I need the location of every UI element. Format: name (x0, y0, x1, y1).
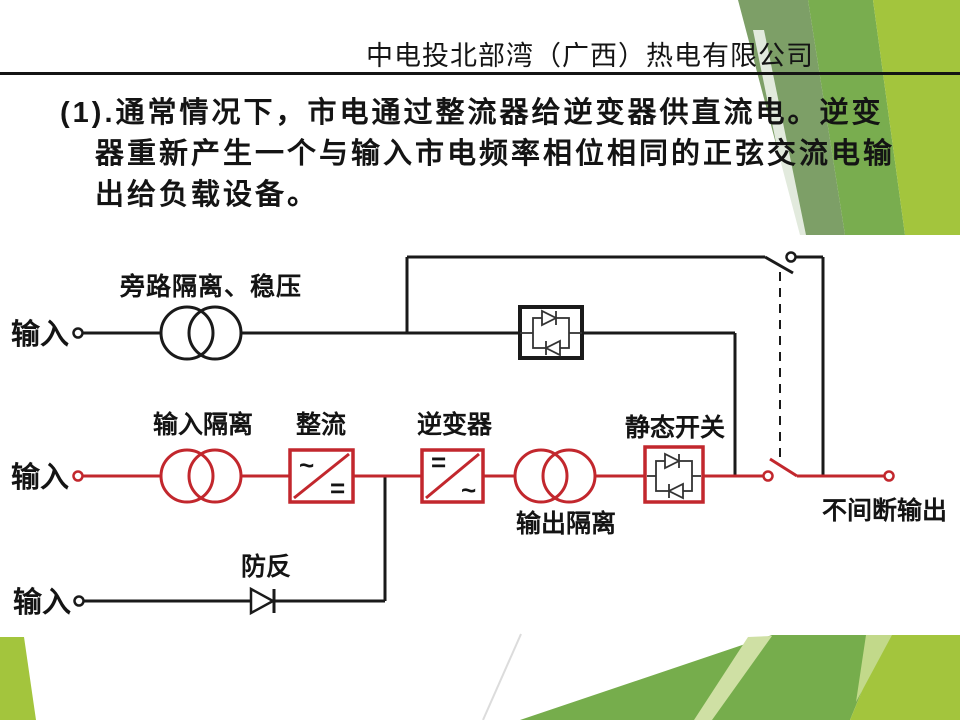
label-input-reserve: 输入 (13, 585, 71, 619)
paragraph-line-1: (1).通常情况下，市电通过整流器给逆变器供直流电。逆变 (60, 97, 884, 129)
label-input-main: 输入 (11, 460, 69, 494)
label-bypass-path: 旁路隔离、稳压 (119, 272, 302, 301)
bypass-thyristor-pair-icon (520, 309, 582, 357)
body-paragraph: (1).通常情况下，市电通过整流器给逆变器供直流电。逆变 器重新产生一个与输入市… (60, 93, 895, 216)
label-input-bypass: 输入 (11, 317, 69, 351)
output-isolation-transformer-icon (513, 448, 597, 504)
title-underline (0, 72, 960, 75)
output-switch-icon (762, 457, 798, 482)
label-input-isolation: 输入隔离 (153, 410, 253, 439)
bypass-transformer-icon (159, 305, 243, 361)
anti-reverse-diode-icon (249, 586, 276, 616)
paragraph-line-2: 器重新产生一个与输入市电频率相位相同的正弦交流电输 (95, 138, 896, 170)
label-rectifier: 整流 (296, 411, 346, 439)
ups-output-terminal (883, 470, 895, 482)
rectifier-dc-symbol: = (330, 473, 345, 503)
bypass-input-terminal (72, 327, 84, 339)
label-output-isolation: 输出隔离 (516, 509, 616, 538)
company-title: 中电投北部湾（广西）热电有限公司 (366, 41, 814, 71)
main-path-lines (72, 445, 895, 504)
reserve-path-lines (73, 477, 387, 616)
rectifier-ac-symbol: ~ (299, 450, 314, 480)
paragraph-line-3: 出给负载设备。 (95, 179, 320, 211)
label-anti-reverse: 防反 (241, 553, 291, 581)
reserve-input-terminal (73, 595, 85, 607)
label-ups-output: 不间断输出 (822, 496, 947, 525)
inverter-ac-symbol: ~ (461, 475, 476, 505)
label-static-switch: 静态开关 (625, 413, 725, 442)
main-input-terminal (72, 470, 84, 482)
static-switch-thyristor-pair-icon (647, 452, 701, 500)
input-isolation-transformer-icon (159, 448, 243, 504)
label-inverter: 逆变器 (417, 410, 493, 439)
bypass-switch-icon (764, 251, 823, 275)
decor-faint-diagonal-line (482, 633, 522, 720)
inverter-dc-symbol: = (431, 447, 446, 477)
